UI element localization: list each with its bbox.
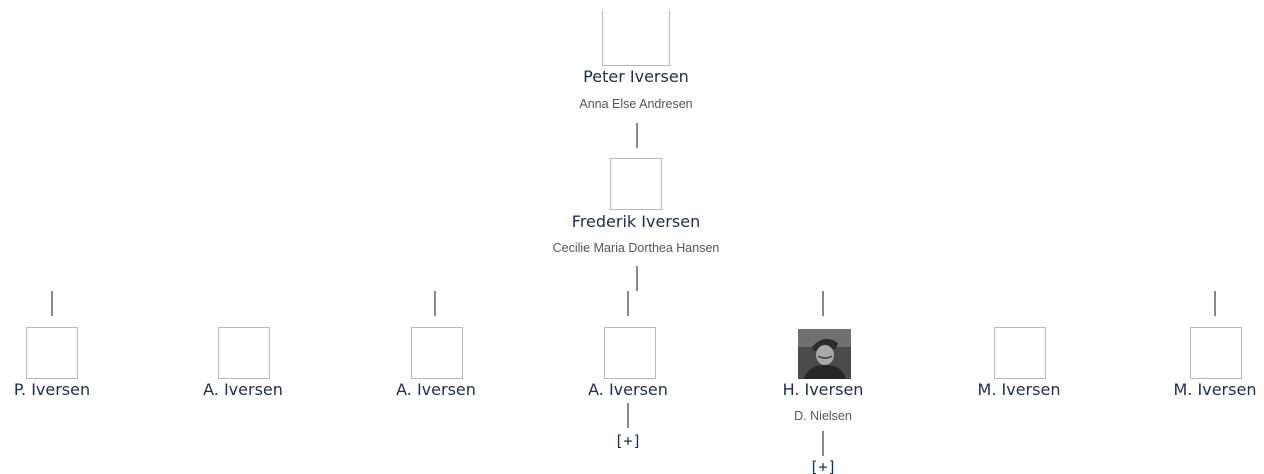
person-placeholder-icon[interactable]: [218, 327, 270, 379]
child-name[interactable]: H. Iversen: [782, 380, 864, 399]
spouse-name-peter[interactable]: Anna Else Andresen: [579, 97, 693, 111]
person-placeholder-icon[interactable]: [411, 327, 463, 379]
connector-line: [627, 403, 629, 428]
person-photo-icon[interactable]: [798, 329, 851, 379]
expand-button[interactable]: [+]: [614, 432, 642, 450]
person-name-peter[interactable]: Peter Iversen: [583, 67, 689, 86]
person-placeholder-icon[interactable]: [602, 10, 670, 66]
connector-line: [627, 291, 629, 316]
connector-line: [636, 266, 638, 291]
person-placeholder-icon[interactable]: [994, 327, 1046, 379]
connector-line: [1214, 291, 1216, 316]
child-name[interactable]: M. Iversen: [1173, 380, 1257, 399]
connector-line: [434, 291, 436, 316]
person-placeholder-icon[interactable]: [1190, 327, 1242, 379]
connector-line: [822, 431, 824, 456]
spouse-name[interactable]: D. Nielsen: [794, 409, 852, 423]
connector-line: [822, 291, 824, 316]
spouse-name-frederik[interactable]: Cecilie Maria Dorthea Hansen: [552, 241, 720, 255]
child-name[interactable]: P. Iversen: [13, 380, 91, 399]
child-name[interactable]: A. Iversen: [396, 380, 476, 399]
person-placeholder-icon[interactable]: [610, 158, 662, 210]
connector-line: [51, 291, 53, 316]
child-name[interactable]: A. Iversen: [588, 380, 668, 399]
child-name[interactable]: A. Iversen: [203, 380, 283, 399]
child-name[interactable]: M. Iversen: [977, 380, 1061, 399]
person-placeholder-icon[interactable]: [604, 327, 656, 379]
person-placeholder-icon[interactable]: [26, 327, 78, 379]
person-name-frederik[interactable]: Frederik Iversen: [571, 212, 701, 231]
connector-line: [636, 123, 638, 148]
expand-button[interactable]: [+]: [809, 458, 837, 474]
